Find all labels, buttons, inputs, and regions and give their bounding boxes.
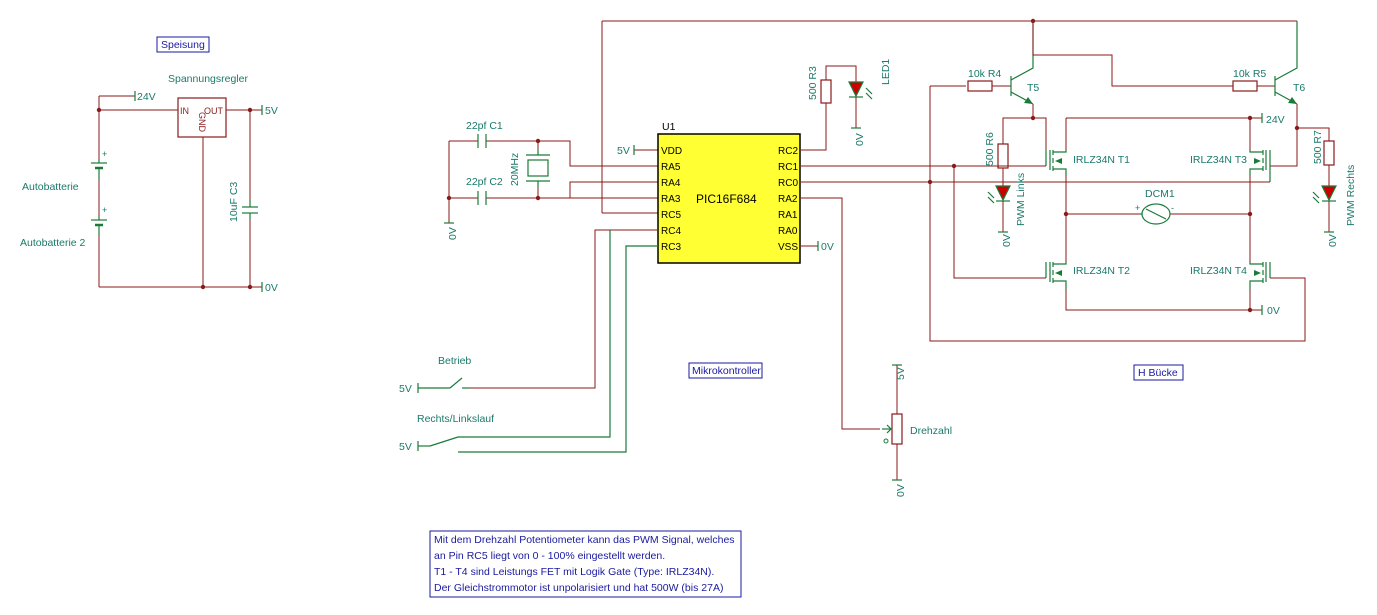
svg-text:H Bücke: H Bücke xyxy=(1138,367,1178,379)
richtung-label: Rechts/Linkslauf xyxy=(417,413,494,425)
svg-text:RC3: RC3 xyxy=(661,242,681,253)
svg-text:Mit dem Drehzahl Potentiometer: Mit dem Drehzahl Potentiometer kann das … xyxy=(434,534,735,546)
mosfet-t4 xyxy=(1249,262,1271,290)
t2-label: IRLZ34N T2 xyxy=(1073,265,1130,277)
power-supply: IN OUT GND Spannungsregler 24V 5V 0V + A… xyxy=(20,73,278,294)
svg-text:Autobatterie: Autobatterie xyxy=(22,181,79,193)
svg-text:RC0: RC0 xyxy=(778,178,798,189)
svg-text:24V: 24V xyxy=(1266,114,1285,126)
motor-label: DCM1 xyxy=(1145,188,1175,200)
svg-text:500 R7: 500 R7 xyxy=(1312,130,1324,164)
svg-text:RA1: RA1 xyxy=(778,210,798,221)
led1-circuit xyxy=(800,65,873,151)
svg-text:VSS: VSS xyxy=(778,242,798,253)
mosfet-t2 xyxy=(1045,262,1067,290)
mcu-part: PIC16F684 xyxy=(696,192,757,206)
t4-label: IRLZ34N T4 xyxy=(1190,265,1247,277)
svg-text:RA3: RA3 xyxy=(661,194,681,205)
svg-text:+: + xyxy=(1135,203,1140,213)
t3-label: IRLZ34N T3 xyxy=(1190,154,1247,166)
svg-text:5V: 5V xyxy=(617,145,630,157)
svg-text:PWM Rechts: PWM Rechts xyxy=(1345,165,1357,226)
oscillator xyxy=(446,134,658,223)
svg-text:RA4: RA4 xyxy=(661,178,681,189)
svg-text:IN: IN xyxy=(180,106,189,116)
note-box: Mit dem Drehzahl Potentiometer kann das … xyxy=(429,530,742,598)
svg-text:RC4: RC4 xyxy=(661,226,681,237)
svg-text:an Pin RC5 liegt von 0 - 100%: an Pin RC5 liegt von 0 - 100% eingestell… xyxy=(434,550,665,562)
svg-text:PWM Links: PWM Links xyxy=(1015,173,1027,226)
svg-text:RA2: RA2 xyxy=(778,194,798,205)
mosfet-t1 xyxy=(1045,150,1067,176)
regulator-label: Spannungsregler xyxy=(168,73,248,85)
svg-text:RC2: RC2 xyxy=(778,146,798,157)
c2-label: 22pf C2 xyxy=(466,176,503,188)
svg-text:0V: 0V xyxy=(1327,234,1339,247)
regulator-body xyxy=(177,97,227,138)
svg-text:LED1: LED1 xyxy=(880,59,892,85)
svg-text:VDD: VDD xyxy=(661,146,682,157)
h-bridge xyxy=(929,21,1337,342)
section-label-speisung: Speisung xyxy=(156,36,210,53)
potentiometer-drehzahl xyxy=(800,197,903,481)
svg-text:0V: 0V xyxy=(265,282,278,294)
svg-text:0V: 0V xyxy=(821,241,834,253)
svg-text:RA5: RA5 xyxy=(661,162,681,173)
t1-label: IRLZ34N T1 xyxy=(1073,154,1130,166)
svg-text:10k R4: 10k R4 xyxy=(968,68,1001,80)
svg-text:T6: T6 xyxy=(1293,82,1305,94)
svg-text:5V: 5V xyxy=(895,367,907,380)
betrieb-label: Betrieb xyxy=(438,355,471,367)
svg-text:T5: T5 xyxy=(1027,82,1039,94)
svg-text:5V: 5V xyxy=(399,441,412,453)
section-label-mikrokontroller: Mikrokontroller xyxy=(688,362,763,379)
svg-text:Speisung: Speisung xyxy=(161,39,205,51)
svg-text:RC1: RC1 xyxy=(778,162,798,173)
svg-text:5V: 5V xyxy=(265,105,278,117)
motor-dcm1 xyxy=(1140,203,1171,225)
svg-text:500 R3: 500 R3 xyxy=(807,66,819,100)
svg-text:500 R6: 500 R6 xyxy=(984,132,996,166)
crystal-label: 20MHz xyxy=(509,153,521,186)
svg-text:Mikrokontroller: Mikrokontroller xyxy=(692,365,761,377)
svg-text:0V: 0V xyxy=(447,227,459,240)
svg-text:5V: 5V xyxy=(399,383,412,395)
battery-2: + xyxy=(91,205,107,235)
mosfet-t3 xyxy=(1249,150,1271,182)
svg-text:T1 - T4 sind Leistungs FET mit: T1 - T4 sind Leistungs FET mit Logik Gat… xyxy=(434,566,714,578)
svg-text:RC5: RC5 xyxy=(661,210,681,221)
battery-1: + xyxy=(91,149,107,180)
svg-text:10k R5: 10k R5 xyxy=(1233,68,1266,80)
switch-rechts-linkslauf xyxy=(417,230,658,453)
section-label-h-bruecke: H Bücke xyxy=(1133,364,1184,381)
drehzahl-label: Drehzahl xyxy=(910,425,952,437)
svg-text:Autobatterie 2: Autobatterie 2 xyxy=(20,237,86,249)
svg-text:10uF C3: 10uF C3 xyxy=(228,182,240,222)
svg-text:0V: 0V xyxy=(854,133,866,146)
c1-label: 22pf C1 xyxy=(466,120,503,132)
svg-text:0V: 0V xyxy=(895,484,907,497)
svg-text:Der Gleichstrommotor ist unpol: Der Gleichstrommotor ist unpolarisiert u… xyxy=(434,582,723,594)
svg-text:RA0: RA0 xyxy=(778,226,798,237)
svg-text:0V: 0V xyxy=(1001,234,1013,247)
switch-betrieb xyxy=(417,229,658,393)
svg-text:GND: GND xyxy=(197,112,207,133)
svg-text:+: + xyxy=(102,149,107,159)
capacitor-c3 xyxy=(242,200,258,220)
svg-text:-: - xyxy=(1171,203,1174,213)
svg-text:OUT: OUT xyxy=(204,106,224,116)
svg-text:+: + xyxy=(102,205,107,215)
svg-text:0V: 0V xyxy=(1267,305,1280,317)
microcontroller-u1: U1 PIC16F684 VDD RA5 RA4 RA3 RC5 RC4 RC3… xyxy=(570,121,801,264)
svg-text:24V: 24V xyxy=(137,91,156,103)
svg-text:U1: U1 xyxy=(662,121,676,133)
